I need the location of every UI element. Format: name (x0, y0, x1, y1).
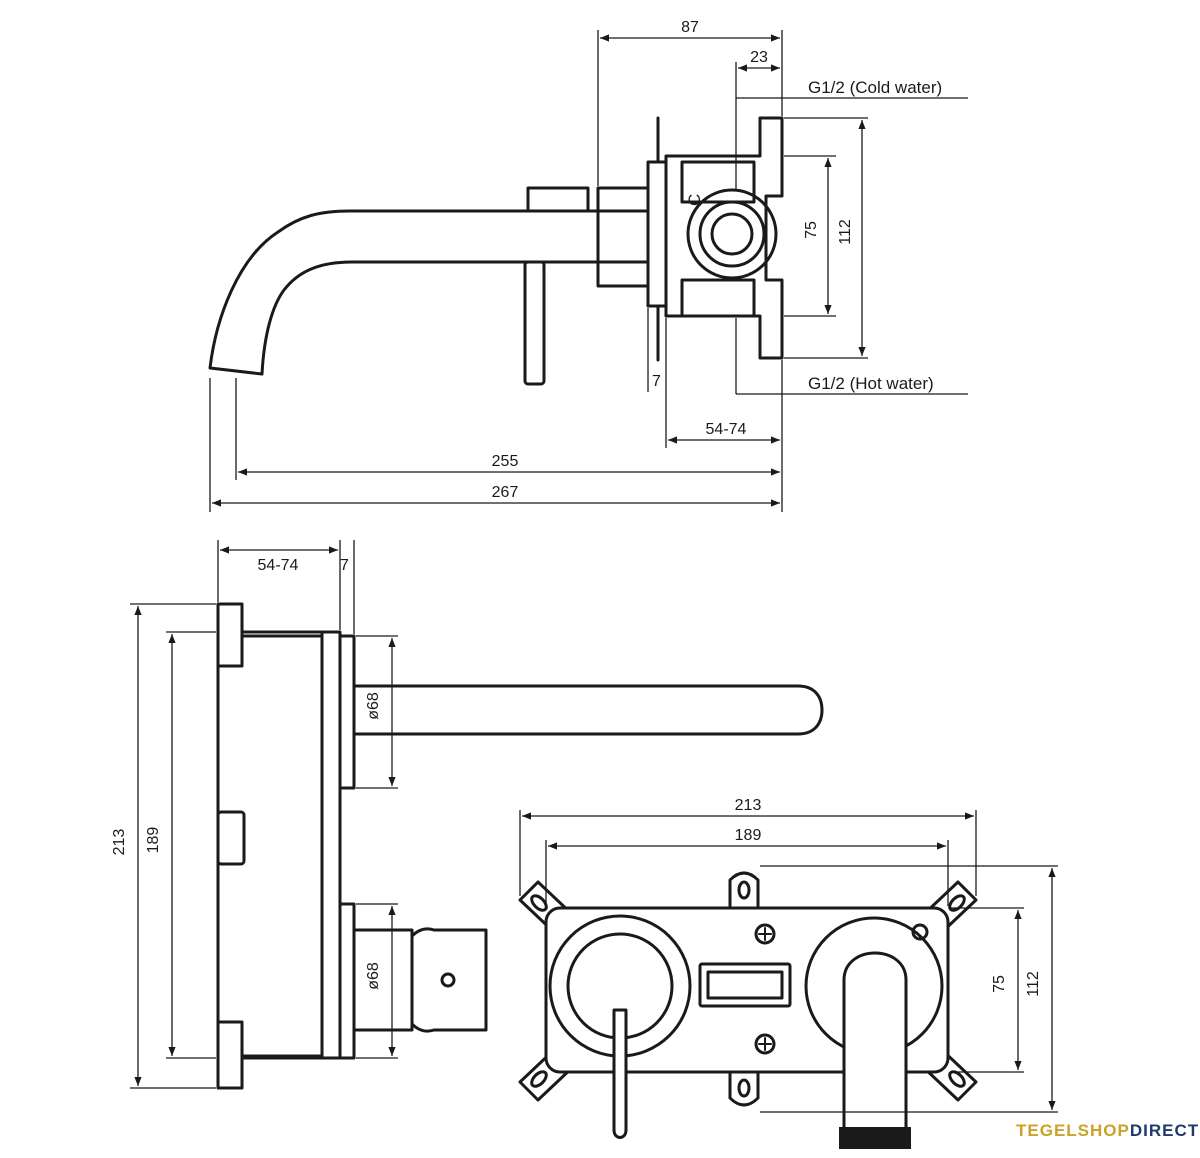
side-handle-block (526, 186, 590, 213)
dim-top-213: 213 (111, 829, 128, 856)
top-view: 54-74 7 213 189 ø68 ø68 (111, 540, 824, 1090)
front-spout-outlet (839, 1127, 911, 1149)
top-handle (410, 927, 488, 1033)
top-handle-stem (352, 928, 414, 1032)
side-lever (523, 260, 546, 386)
front-screw-right (911, 923, 929, 941)
label-cold-water: G1/2 (Cold water) (808, 78, 942, 97)
brand-logo: TEGELSHOPDIRECT (1016, 1121, 1199, 1141)
front-switch (698, 962, 792, 1008)
side-body-inner-ring (710, 212, 754, 256)
top-spout (352, 684, 824, 736)
side-plate (646, 160, 668, 308)
top-bracket-upper (216, 602, 244, 668)
dim-top-54-74: 54-74 (258, 557, 299, 574)
dim-top-7: 7 (340, 557, 349, 574)
dim-side-7: 7 (652, 373, 661, 390)
dim-front-112: 112 (1025, 971, 1042, 997)
top-switch (216, 810, 246, 866)
top-rosette-lower (338, 902, 356, 1060)
dim-top-189: 189 (145, 827, 162, 854)
side-view: C 87 23 G1/2 (Cold water) 75 112 G1/2 (H… (208, 19, 968, 512)
front-spout (842, 951, 908, 1138)
dim-front-213: 213 (735, 797, 762, 814)
side-collar (596, 186, 650, 288)
dim-top-o68-upper: ø68 (365, 692, 382, 720)
front-switch-inner (706, 970, 784, 1000)
side-body-lower-block (680, 278, 756, 318)
top-plate (320, 630, 342, 1060)
top-bracket-lower (216, 1020, 244, 1090)
top-handle-hole (440, 972, 456, 988)
side-spout (208, 209, 650, 376)
dim-side-75: 75 (803, 221, 820, 239)
side-body-outer-ring (686, 188, 778, 280)
dim-top-o68-lower: ø68 (365, 962, 382, 990)
dim-side-54-74: 54-74 (706, 421, 747, 438)
dim-side-255: 255 (492, 453, 519, 470)
top-rosette-upper (338, 634, 356, 790)
dim-side-267: 267 (492, 484, 519, 501)
side-body-ring (698, 200, 766, 268)
dim-side-87: 87 (681, 19, 699, 36)
dim-side-23: 23 (750, 49, 768, 66)
body-mark-label: C (685, 194, 704, 206)
dim-front-189: 189 (735, 827, 762, 844)
dim-front-75: 75 (991, 975, 1008, 993)
front-tab-bottom (728, 1068, 760, 1107)
side-body-upper-block (680, 160, 756, 204)
top-box (216, 634, 324, 1058)
side-body (664, 116, 784, 360)
front-mixer-lever (612, 1008, 628, 1139)
front-screw-lower (754, 1033, 776, 1055)
front-view: 213 189 75 112 (518, 797, 1058, 1149)
dim-side-112: 112 (837, 219, 854, 245)
brand-part2: DIRECT (1129, 1121, 1200, 1140)
front-screw-upper (754, 923, 776, 945)
front-tab-top (728, 871, 760, 910)
brand-part1: TEGELSHOP (1016, 1121, 1130, 1140)
label-hot-water: G1/2 (Hot water) (808, 374, 934, 393)
